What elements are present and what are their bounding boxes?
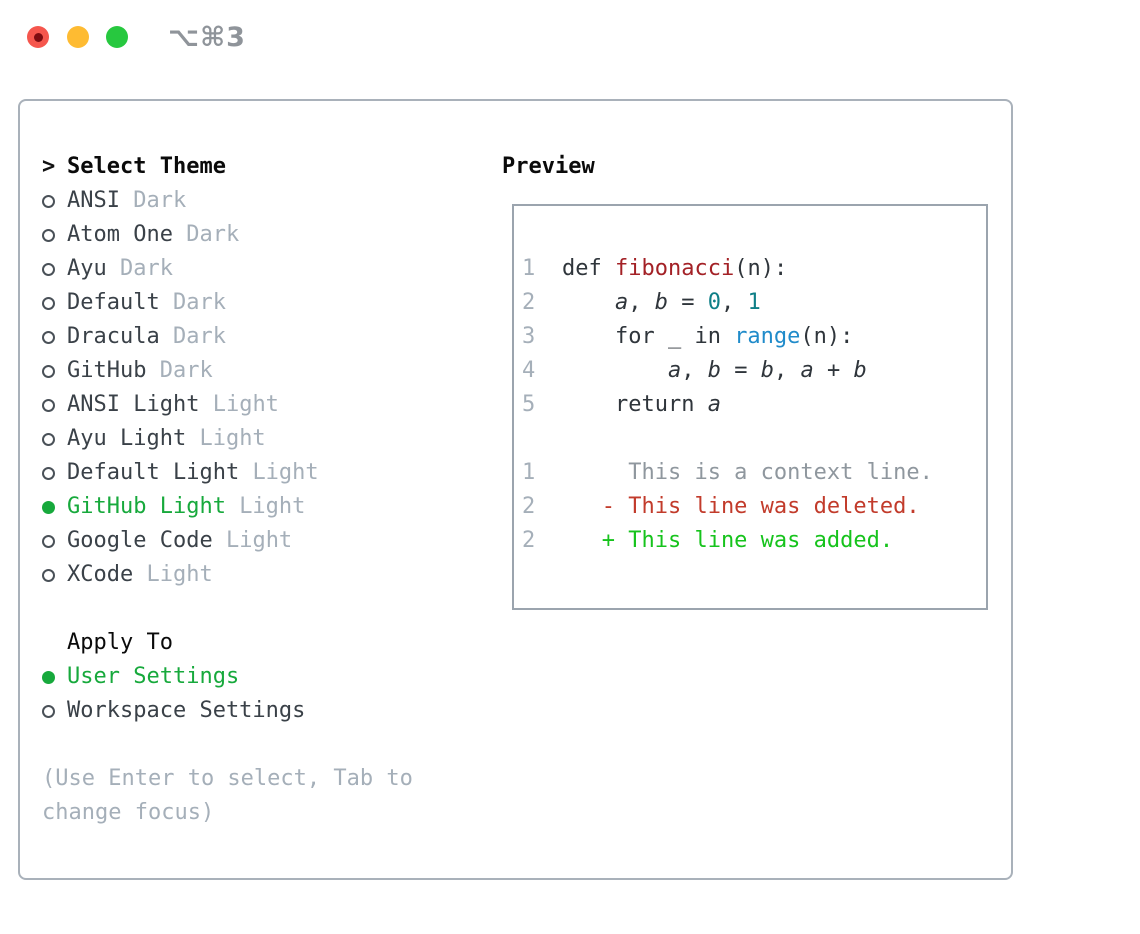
theme-name: Default [67, 290, 173, 315]
line-number [522, 422, 562, 456]
code-line: 5 return a [522, 388, 986, 422]
radio-icon [42, 228, 67, 242]
code-line: 2 - This line was deleted. [522, 490, 986, 524]
theme-name: Default Light [67, 460, 253, 485]
line-number: 1 [522, 460, 536, 485]
theme-variant: Light [146, 562, 213, 587]
theme-variant: Light [239, 494, 306, 519]
prompt-icon: > [42, 154, 56, 179]
spacer [42, 592, 482, 626]
line-content: for _ in range(n): [562, 324, 854, 349]
theme-option[interactable]: ANSI Dark [42, 184, 482, 218]
line-content: + This line was added. [562, 528, 894, 553]
radio-icon [42, 670, 67, 684]
radio-icon [42, 296, 67, 310]
radio-icon [42, 534, 67, 548]
select-theme-header-row: > Select Theme [42, 150, 482, 184]
radio-icon [42, 568, 67, 582]
line-content: - This line was deleted. [562, 494, 920, 519]
apply-to-header-row: Apply To [42, 626, 482, 660]
radio-icon [42, 500, 67, 514]
theme-name: GitHub Light [67, 494, 240, 519]
line-number: 2 [522, 494, 536, 519]
line-number: 1 [522, 256, 536, 281]
theme-variant: Dark [172, 324, 226, 349]
apply-to-header: Apply To [67, 630, 173, 655]
theme-option[interactable]: GitHub Dark [42, 354, 482, 388]
theme-name: Dracula [67, 324, 173, 349]
theme-name: Ayu Light [67, 426, 200, 451]
theme-variant: Light [199, 426, 266, 451]
theme-variant: Dark [133, 188, 187, 213]
apply-to-label: User Settings [67, 664, 240, 689]
preview-header: Preview [502, 154, 595, 179]
code-line: 2 a, b = 0, 1 [522, 286, 986, 320]
theme-variant: Dark [159, 358, 213, 383]
radio-icon [42, 330, 67, 344]
theme-variant: Dark [119, 256, 173, 281]
code-line: 3 for _ in range(n): [522, 320, 986, 354]
close-button[interactable] [27, 26, 49, 48]
code-line: 4 a, b = b, a + b [522, 354, 986, 388]
theme-name: ANSI Light [67, 392, 213, 417]
code-line: 1 This is a context line. [522, 456, 986, 490]
line-content: a, b = 0, 1 [614, 290, 761, 315]
theme-variant: Dark [172, 290, 226, 315]
apply-to-label: Workspace Settings [67, 698, 306, 723]
theme-name: Atom One [67, 222, 187, 247]
theme-option[interactable]: ANSI Light Light [42, 388, 482, 422]
titlebar: ⌥⌘3 [0, 0, 1140, 74]
theme-option[interactable]: Default Dark [42, 286, 482, 320]
line-number: 5 [522, 392, 536, 417]
theme-name: Google Code [67, 528, 226, 553]
theme-variant: Light [212, 392, 279, 417]
minimize-button[interactable] [67, 26, 89, 48]
theme-name: Ayu [67, 256, 120, 281]
apply-to-option[interactable]: Workspace Settings [42, 694, 482, 728]
line-number: 2 [522, 528, 536, 553]
theme-option[interactable]: Atom One Dark [42, 218, 482, 252]
radio-icon [42, 398, 67, 412]
theme-variant: Light [225, 528, 293, 553]
zoom-button[interactable] [106, 26, 128, 48]
theme-name: XCode [67, 562, 147, 587]
window-title: ⌥⌘3 [168, 22, 246, 53]
radio-icon [42, 432, 67, 446]
radio-icon [42, 364, 67, 378]
theme-option[interactable]: XCode Light [42, 558, 482, 592]
theme-option[interactable]: Ayu Light Light [42, 422, 482, 456]
radio-icon [42, 704, 67, 718]
line-content: a, b = b, a + b [667, 358, 867, 383]
line-content: return a [562, 392, 721, 417]
line-number: 3 [522, 324, 536, 349]
theme-name: GitHub [67, 358, 160, 383]
theme-option[interactable]: Google Code Light [42, 524, 482, 558]
blank-line [522, 422, 986, 456]
theme-option[interactable]: Dracula Dark [42, 320, 482, 354]
theme-variant: Dark [186, 222, 240, 247]
apply-to-option[interactable]: User Settings [42, 660, 482, 694]
radio-icon [42, 262, 67, 276]
select-theme-header: Select Theme [67, 154, 226, 179]
keyboard-hint: (Use Enter to select, Tab to change focu… [42, 766, 413, 825]
line-content: This is a context line. [562, 460, 933, 485]
theme-name: ANSI [67, 188, 134, 213]
theme-variant: Light [252, 460, 319, 485]
radio-icon [42, 194, 67, 208]
code-line: 1 def fibonacci(n): [522, 252, 986, 286]
line-number: 4 [522, 358, 536, 383]
theme-option[interactable]: Default Light Light [42, 456, 482, 490]
line-number: 2 [522, 290, 536, 315]
line-content: def fibonacci(n): [562, 256, 788, 281]
theme-option[interactable]: GitHub Light Light [42, 490, 482, 524]
code-line: 2 + This line was added. [522, 524, 986, 558]
theme-option[interactable]: Ayu Dark [42, 252, 482, 286]
radio-icon [42, 466, 67, 480]
